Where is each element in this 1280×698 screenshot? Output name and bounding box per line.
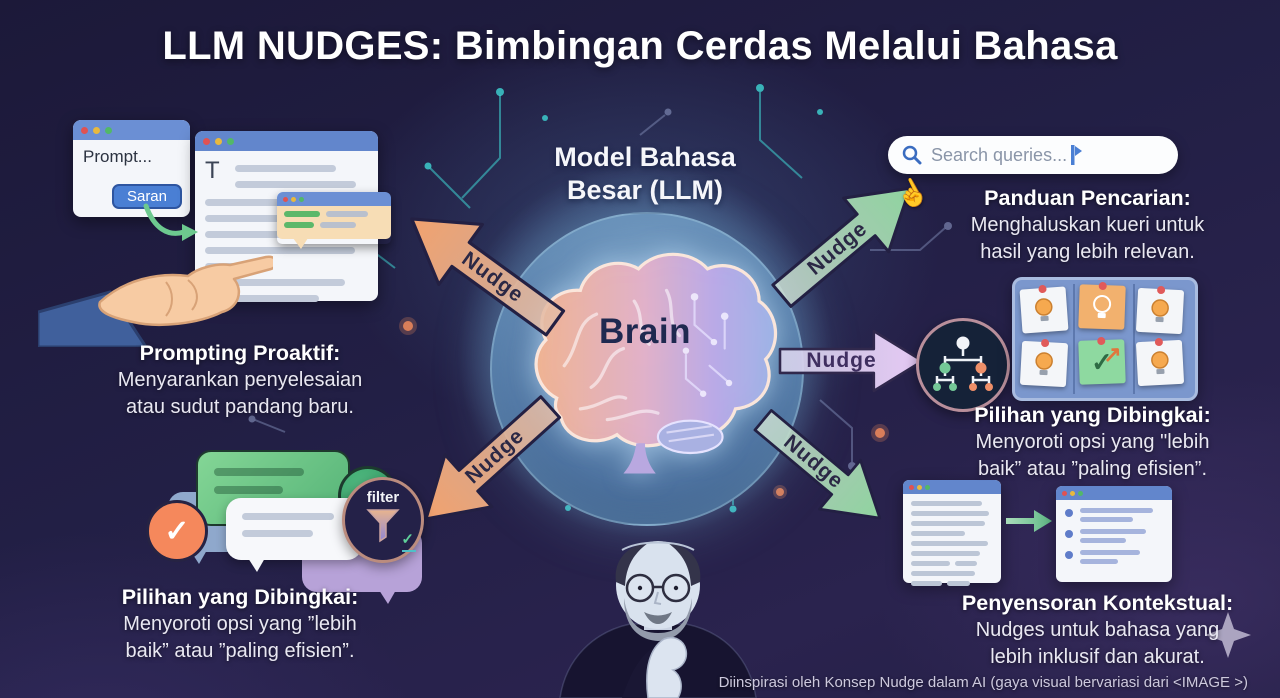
idea-note [1019,338,1069,388]
nudge-arrow-upper-left: Nudge [376,172,587,368]
close-icon [203,137,210,145]
nudge-arrow-lower-left: Nudge [386,366,587,563]
section-heading: Panduan Pencarian: [984,186,1191,210]
search-placeholder: Search queries... [931,144,1068,165]
pin-icon [1038,284,1047,294]
nudge-arrow-label: Nudge [806,349,877,372]
minimize-icon [917,484,922,490]
section-line: atau sudut pandang baru. [126,396,354,418]
credit-text: Diinspirasi oleh Konsep Nudge dalam AI (… [718,674,1248,691]
filter-label: filter [366,489,400,506]
search-icon [902,145,922,165]
section-line: Menyoroti opsi yang "lebih [975,431,1210,453]
check-icon: ✓ [164,514,190,548]
idea-note [1019,284,1069,334]
section-search-guidance: Panduan Pencarian: Menghaluskan kueri un… [915,185,1260,266]
pin-icon [1040,338,1050,348]
section-line: baik” atau ”paling efisien”. [125,640,355,662]
minimize-icon [215,137,222,145]
pin-icon [1156,285,1166,295]
llm-label-line2: Besar (LLM) [566,175,723,205]
window-titlebar [277,192,391,206]
page-title: LLM NUDGES: Bimbingan Cerdas Melalui Bah… [162,24,1118,68]
maximize-icon [105,126,112,134]
maximize-icon [925,484,930,490]
close-icon [909,484,914,490]
llm-label-line1: Model Bahasa [554,142,736,172]
pin-icon [1154,337,1164,347]
minimize-icon [93,126,100,134]
section-heading: Penyensoran Kontekstual: [961,591,1234,615]
close-icon [1062,490,1067,496]
section-prompting: Prompting Proaktif: Menyarankan penyeles… [60,340,420,421]
window-titlebar [903,480,1001,494]
section-line: Nudges untuk bahasa yang [975,619,1220,641]
section-line: Menghaluskan kueri untuk [970,214,1205,236]
section-framed-left: Pilihan yang Dibingkai: Menyoroti opsi y… [55,584,425,665]
section-contextual: Penyensoran Kontekstual: Nudges untuk ba… [925,590,1270,671]
idea-note [1078,281,1126,330]
section-line: lebih inklusif dan akurat. [990,646,1205,668]
section-line: Menyarankan penyelesaian [117,369,363,391]
pin-icon [1098,281,1107,291]
nudge-arrow-right: Nudge [778,320,925,402]
bullet-icon [1065,530,1073,538]
nudge-arrow-upper-right: Nudge [747,144,948,338]
window-titlebar [73,120,190,140]
prompt-text: Prompt... [83,147,152,166]
text-window-after [1056,486,1172,582]
nudge-arrow-lower-right: Nudge [727,377,918,562]
decision-tree-badge [916,318,1010,412]
minimize-icon [291,196,296,202]
section-heading: Pilihan yang Dibingkai: [121,585,359,609]
window-titlebar [1056,486,1172,500]
filter-badge: filter ✓ [342,477,424,563]
lightbulb-icon [1035,352,1053,376]
thinker-portrait [559,541,757,698]
bullet-icon [1065,551,1073,559]
section-heading: Pilihan yang Dibingkai: [974,403,1211,427]
idea-note-selected: ✓ ↗ [1078,336,1126,385]
section-line: baik” atau ”paling efisien”. [977,458,1207,480]
brain-icon [534,252,778,474]
check-icon: ✓ [401,531,414,548]
check-badge-orange: ✓ [146,500,208,562]
idea-board: ✓ ↗ [1012,277,1198,401]
idea-note [1135,285,1185,335]
maximize-icon [1078,490,1083,496]
search-input[interactable]: Search queries... [888,136,1178,174]
pointing-hand-icon [38,255,273,347]
arrow-up-right-icon: ↗ [1102,341,1123,367]
sparkle-icon [1205,612,1251,658]
tree-diagram-icon [933,336,993,391]
maximize-icon [299,196,304,202]
text-window-before [903,480,1001,586]
idea-note [1135,337,1185,387]
text-cursor-icon [1071,145,1083,165]
section-heading: Prompting Proaktif: [139,341,341,365]
maximize-icon [227,137,234,145]
section-line: hasil yang lebih relevan. [980,241,1195,263]
lightbulb-icon [1035,298,1053,322]
doc-letter: T [205,157,220,184]
curved-arrow-icon [143,203,198,241]
close-icon [283,196,288,202]
prompt-mini-window: Prompt... Saran [73,120,190,217]
suggestion-popup [277,192,391,249]
bullet-icon [1065,509,1073,517]
minimize-icon [1070,490,1075,496]
section-framed-right: Pilihan yang Dibingkai: Menyoroti opsi y… [920,402,1265,483]
transform-arrow-icon [1006,510,1052,532]
close-icon [81,126,88,134]
lightbulb-icon [1151,299,1169,323]
window-titlebar [195,131,378,151]
lightbulb-icon [1093,295,1112,319]
section-line: Menyoroti opsi yang ”lebih [123,613,357,635]
lightbulb-icon [1151,351,1169,375]
brain-label: Brain [599,312,691,351]
chat-bubble-white [226,498,362,572]
filter-icon [366,509,400,543]
llm-label: Model Bahasa Besar (LLM) [495,141,795,207]
